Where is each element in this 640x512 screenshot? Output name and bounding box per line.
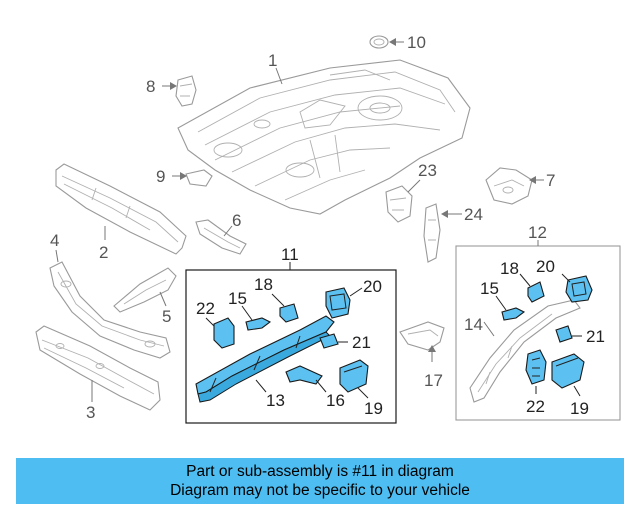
part-1-floor-pan[interactable]	[177, 59, 471, 215]
callout-18a: 18	[254, 275, 273, 294]
part-2-cross-member[interactable]	[55, 163, 187, 255]
part-20-bracket-a[interactable]	[325, 287, 351, 319]
part-8-bracket[interactable]	[175, 75, 197, 107]
part-15-bracket-a[interactable]	[245, 317, 272, 331]
callout-7: 7	[546, 171, 555, 190]
callout-14: 14	[464, 315, 483, 334]
part-21-bracket-b[interactable]	[555, 325, 573, 343]
part-24-bracket[interactable]	[423, 203, 441, 263]
part-7-bracket[interactable]	[485, 167, 533, 205]
part-20-bracket-b[interactable]	[565, 275, 593, 303]
callout-22b: 22	[526, 397, 545, 416]
part-19-bracket-a[interactable]	[339, 359, 369, 393]
part-22-bracket-a[interactable]	[213, 317, 235, 349]
callout-13: 13	[266, 391, 285, 410]
part-17-bracket[interactable]	[399, 321, 445, 351]
part-22-bracket-b[interactable]	[525, 349, 547, 385]
callout-15a: 15	[228, 289, 247, 308]
part-14-rail[interactable]	[469, 299, 581, 403]
parts-diagram: 1 10 8 9 2 6 4	[35, 33, 621, 424]
part-6-bracket[interactable]	[195, 219, 247, 255]
part-19-bracket-b[interactable]	[551, 353, 585, 389]
callout-5: 5	[162, 307, 171, 326]
part-5-gusset[interactable]	[113, 267, 177, 313]
assembly-11-box[interactable]	[185, 269, 397, 424]
part-9-clip[interactable]	[185, 169, 213, 187]
callout-19a: 19	[364, 399, 383, 418]
callout-18b: 18	[500, 259, 519, 278]
part-18-bracket-b[interactable]	[527, 281, 545, 303]
banner-line-1: Part or sub-assembly is #11 in diagram	[186, 463, 454, 480]
part-3-rail[interactable]	[35, 325, 161, 411]
callout-1: 1	[268, 51, 277, 70]
callout-6: 6	[232, 211, 241, 230]
banner-line-2: Diagram may not be specific to your vehi…	[170, 482, 470, 499]
callout-16: 16	[326, 391, 345, 410]
callout-23: 23	[418, 161, 437, 180]
callout-22a: 22	[196, 299, 215, 318]
part-15-bracket-b[interactable]	[501, 307, 526, 321]
callout-17: 17	[424, 371, 443, 390]
part-23-bracket[interactable]	[385, 185, 413, 223]
callout-9: 9	[156, 167, 165, 186]
callout-10: 10	[407, 33, 426, 52]
callout-15b: 15	[480, 279, 499, 298]
part-16-bracket[interactable]	[285, 365, 323, 385]
part-10-plug[interactable]	[369, 35, 389, 49]
part-21-bracket-a[interactable]	[319, 333, 339, 349]
part-4-rail[interactable]	[49, 261, 171, 359]
part-18-bracket-a[interactable]	[279, 303, 299, 323]
callout-20b: 20	[536, 257, 555, 276]
callout-19b: 19	[570, 399, 589, 418]
callout-20a: 20	[363, 277, 382, 296]
info-banner: Part or sub-assembly is #11 in diagram D…	[16, 458, 624, 504]
callout-12: 12	[528, 223, 547, 242]
part-13-rail[interactable]	[195, 315, 335, 403]
callout-21b: 21	[586, 327, 605, 346]
callout-3: 3	[86, 403, 95, 422]
callout-24: 24	[464, 205, 483, 224]
callout-21a: 21	[352, 333, 371, 352]
callout-2: 2	[99, 243, 108, 262]
callout-4: 4	[50, 231, 59, 250]
callout-11: 11	[281, 245, 299, 264]
callout-8: 8	[146, 77, 155, 96]
